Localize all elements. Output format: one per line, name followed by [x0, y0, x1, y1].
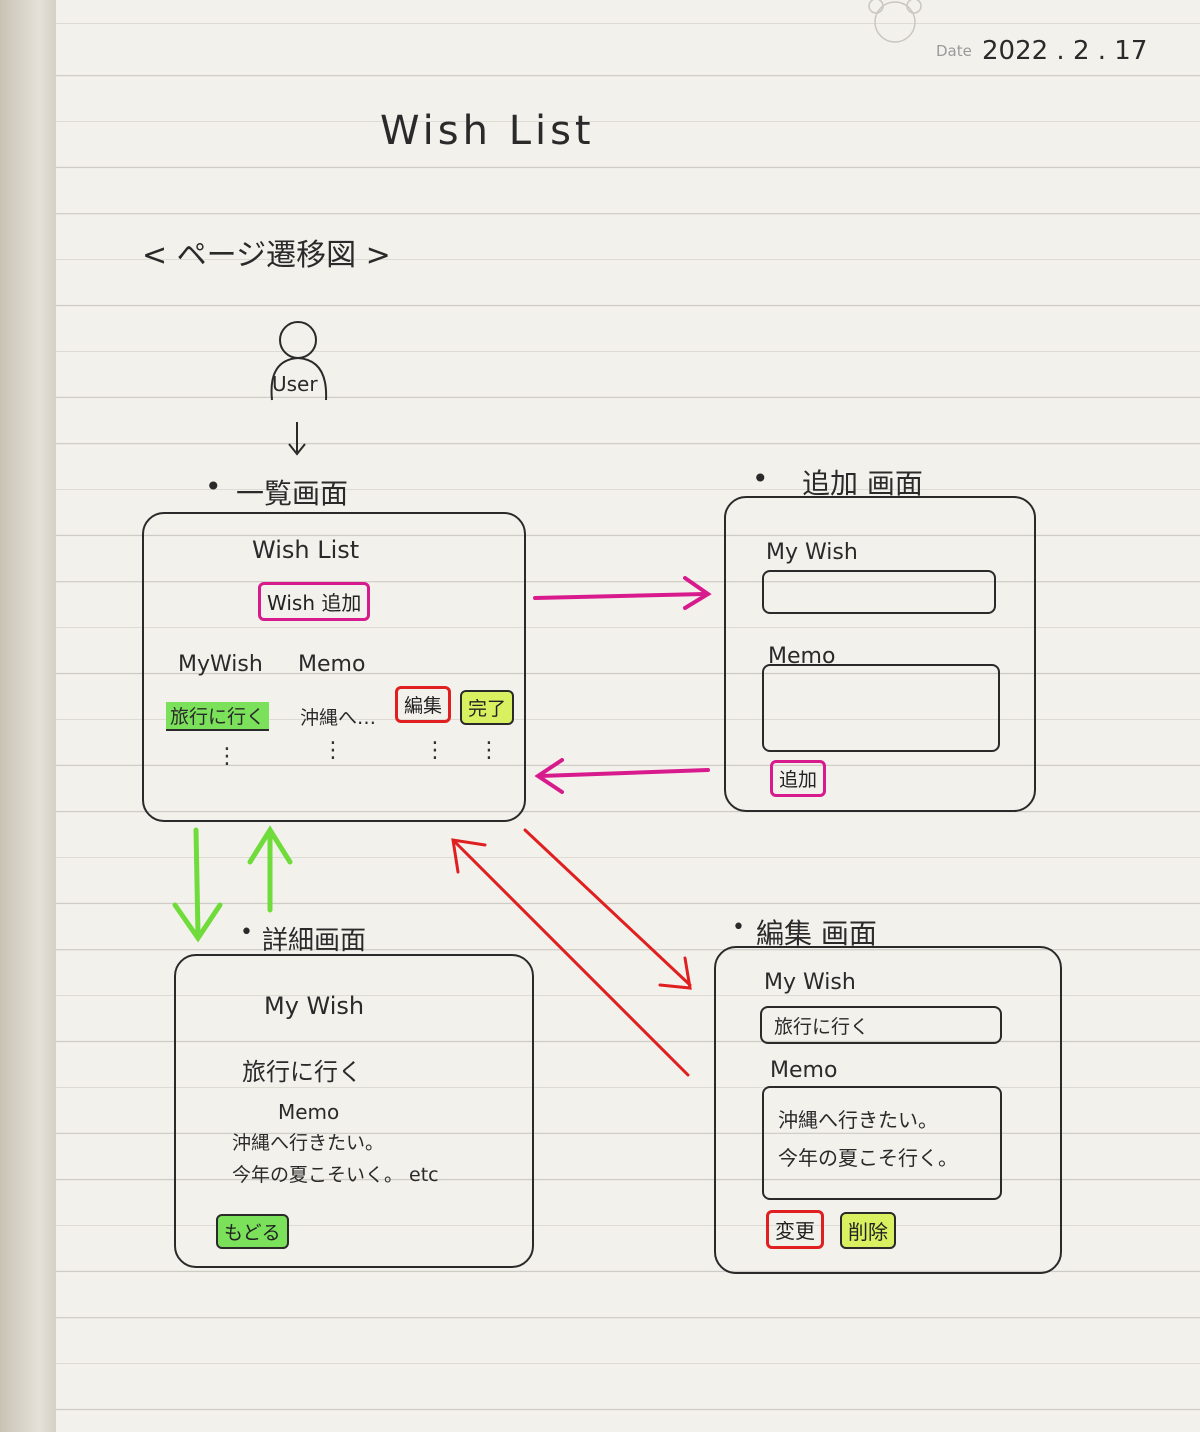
edit-screen-frame [714, 946, 1062, 1274]
edit-memo-textarea[interactable] [762, 1086, 1002, 1200]
arrow-edit-to-list [451, 838, 690, 1077]
edit-memo-line-2: 今年の夏こそ行く。 [778, 1146, 958, 1170]
edit-mywish-label: My Wish [764, 970, 856, 995]
add-mywish-input[interactable] [762, 570, 996, 614]
list-row-memo: 沖縄へ… [300, 707, 377, 729]
arrow-detail-to-list [247, 825, 293, 913]
edit-memo-line-1: 沖縄へ行きたい。 [778, 1108, 938, 1132]
list-screen-frame [142, 512, 526, 822]
arrow-list-to-edit [523, 828, 692, 990]
date-label: Date [936, 42, 972, 60]
more-rows-memo: ⋮ [322, 738, 344, 763]
user-down-arrow [288, 422, 306, 456]
section-title: < ページ遷移図 > [142, 238, 391, 273]
delete-button[interactable]: 削除 [840, 1212, 896, 1249]
detail-mywish-label: My Wish [264, 992, 365, 1020]
add-memo-textarea[interactable] [762, 664, 1000, 752]
edit-memo-label: Memo [770, 1058, 838, 1083]
detail-screen-bullet: • [240, 920, 253, 945]
date-value: 2022 . 2 . 17 [982, 36, 1148, 66]
detail-memo-line-2: 今年の夏こそいく。 etc [232, 1164, 439, 1186]
more-rows-wish: ⋮ [216, 744, 238, 769]
column-header-memo: Memo [298, 652, 366, 677]
arrow-list-to-detail [172, 827, 223, 943]
list-app-title: Wish List [252, 536, 360, 564]
edit-mywish-input[interactable] [760, 1006, 1002, 1044]
list-row-wish-link[interactable]: 旅行に行く [166, 702, 270, 731]
arrow-add-to-list [534, 758, 710, 794]
detail-screen-heading: 詳細画面 [262, 926, 367, 956]
change-button[interactable]: 変更 [766, 1210, 824, 1249]
detail-memo-label: Memo [278, 1100, 340, 1124]
user-label: User [272, 372, 318, 396]
edit-screen-bullet: • [732, 915, 745, 940]
add-mywish-label: My Wish [766, 540, 858, 565]
page-title: Wish List [380, 108, 595, 154]
user-icon [270, 321, 328, 401]
more-rows-done: ⋮ [478, 738, 500, 763]
edit-screen-heading: 編集 画面 [756, 917, 877, 950]
list-screen-heading: 一覧画面 [236, 477, 349, 510]
wish-add-button[interactable]: Wish 追加 [258, 582, 371, 621]
more-rows-edit: ⋮ [424, 738, 446, 763]
add-screen-heading: 追加 画面 [802, 467, 923, 500]
add-screen-bullet: • [752, 462, 769, 495]
arrow-list-to-add [533, 576, 712, 610]
done-button[interactable]: 完了 [460, 690, 515, 725]
detail-wish-value: 旅行に行く [242, 1058, 362, 1086]
column-header-mywish: MyWish [178, 652, 263, 677]
bear-stamp-icon [868, 0, 922, 43]
edit-button[interactable]: 編集 [395, 686, 452, 723]
edit-mywish-value: 旅行に行く [774, 1016, 870, 1038]
detail-memo-line-1: 沖縄へ行きたい。 [232, 1132, 385, 1154]
add-submit-button[interactable]: 追加 [770, 760, 827, 797]
back-button[interactable]: もどる [216, 1214, 289, 1249]
detail-screen-frame [174, 954, 534, 1268]
add-screen-frame [724, 496, 1036, 812]
list-screen-bullet: • [205, 470, 222, 503]
notebook-binding [0, 0, 56, 1432]
